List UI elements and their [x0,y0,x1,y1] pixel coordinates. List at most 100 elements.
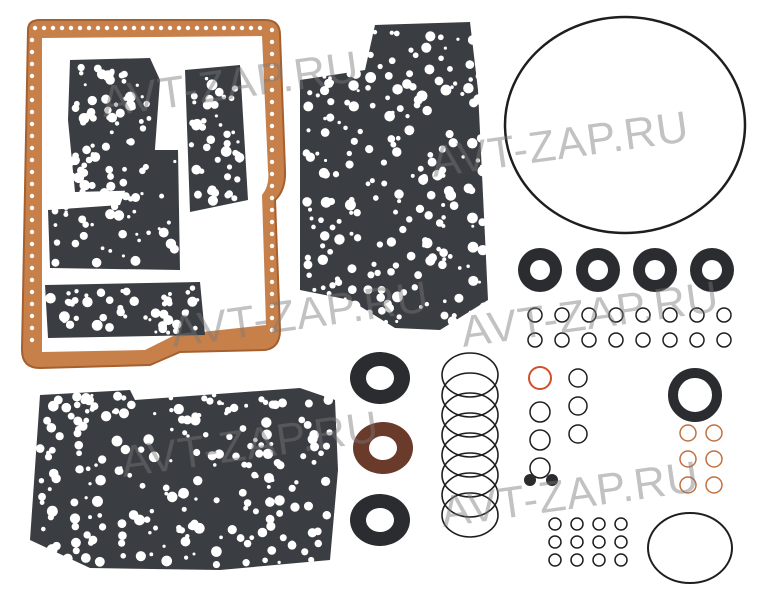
gasket-hole [326,429,333,436]
gasket-hole [162,544,166,548]
shaft-seal-bore [366,366,394,390]
gasket-hole [192,552,196,556]
large-o-ring [503,15,747,235]
gasket-hole [353,209,361,217]
gasket-hole [105,296,114,305]
gasket-hole [441,215,446,220]
gasket-hole [67,412,75,420]
gasket-hole [187,296,198,307]
small-o-ring [592,517,606,531]
gasket-hole [90,222,94,227]
gasket-hole [81,170,88,176]
gasket-hole [187,522,195,530]
gasket-hole [75,425,82,433]
gasket-hole [80,553,91,563]
gasket-hole [363,285,373,295]
bolt-hole [68,25,74,31]
gasket-hole [88,515,93,520]
gasket-hole [127,400,136,410]
gasket-hole [161,301,168,307]
gasket-hole [369,178,375,184]
gasket-hole [447,254,453,259]
gasket-hole [146,116,152,121]
gasket-hole [454,293,464,303]
gasket-hole [95,474,106,486]
gasket-hole [169,459,173,463]
gasket-hole [148,318,152,322]
gasket-hole [258,396,265,403]
gasket-hole [84,408,90,414]
bolt-hole [29,217,35,223]
gasket-hole [349,231,354,236]
gasket-hole [224,191,231,199]
gasket-hole [383,319,389,325]
gasket-hole [322,442,331,450]
gasket-hole [231,130,236,135]
bolt-hole [269,291,275,297]
bolt-hole [29,157,35,163]
bolt-hole [29,73,35,79]
gasket-hole [365,181,371,187]
gasket-hole [53,239,61,246]
gasket-hole [85,466,91,472]
gasket-hole [404,125,415,136]
bolt-hole [269,111,275,117]
gasket-hole [127,472,133,478]
gasket-hole [442,257,447,262]
gasket-hole [376,293,386,302]
gasket-hole [119,466,123,470]
gasket-hole [450,85,454,90]
bolt-hole [185,25,191,31]
gasket-hole [139,125,147,132]
small-o-ring [592,535,606,549]
gasket-hole [107,173,114,180]
gasket-hole [475,158,481,163]
gasket-hole [421,42,432,53]
gasket-hole [165,238,177,250]
gasket-hole [111,435,123,447]
gasket-hole [314,27,323,36]
gasket-hole [241,461,248,468]
gasket-hole [207,187,215,196]
bolt-hole [29,205,35,211]
gasket-hole [88,535,98,545]
gasket-hole [440,84,452,96]
gasket-hole [304,399,313,408]
gasket-hole [78,70,84,76]
gasket-hole [443,46,447,50]
o-ring [529,401,551,423]
gasket-hole [99,313,108,322]
gasket-hole [131,193,141,202]
gasket-hole [349,300,361,312]
red-o-ring [528,366,552,390]
gasket-hole [122,287,131,296]
gasket-hole [309,442,320,452]
gasket-hole [142,163,149,171]
gasket-hole [71,522,80,531]
gasket-hole [135,551,146,562]
gasket-hole [121,192,130,201]
gasket-hole [168,395,174,401]
gasket-hole [207,451,217,461]
bolt-hole [269,27,275,33]
gasket-hole [475,72,484,80]
gasket-hole [416,90,428,102]
gasket-hole [105,209,116,220]
small-o-ring [662,332,678,348]
gasket-hole [113,391,123,401]
small-o-ring [548,517,562,531]
gasket-hole [394,189,404,199]
gasket-hole [98,523,107,531]
gasket-hole [118,408,129,419]
o-ring [529,457,551,479]
gasket-hole [63,195,68,199]
gasket-hole [118,531,127,540]
gasket-hole [393,30,400,37]
gasket-hole [118,72,125,79]
small-o-ring [581,332,597,348]
gasket-hole [190,415,201,426]
gasket-hole [345,160,354,169]
small-o-ring [570,553,584,567]
gasket-hole [468,275,479,286]
